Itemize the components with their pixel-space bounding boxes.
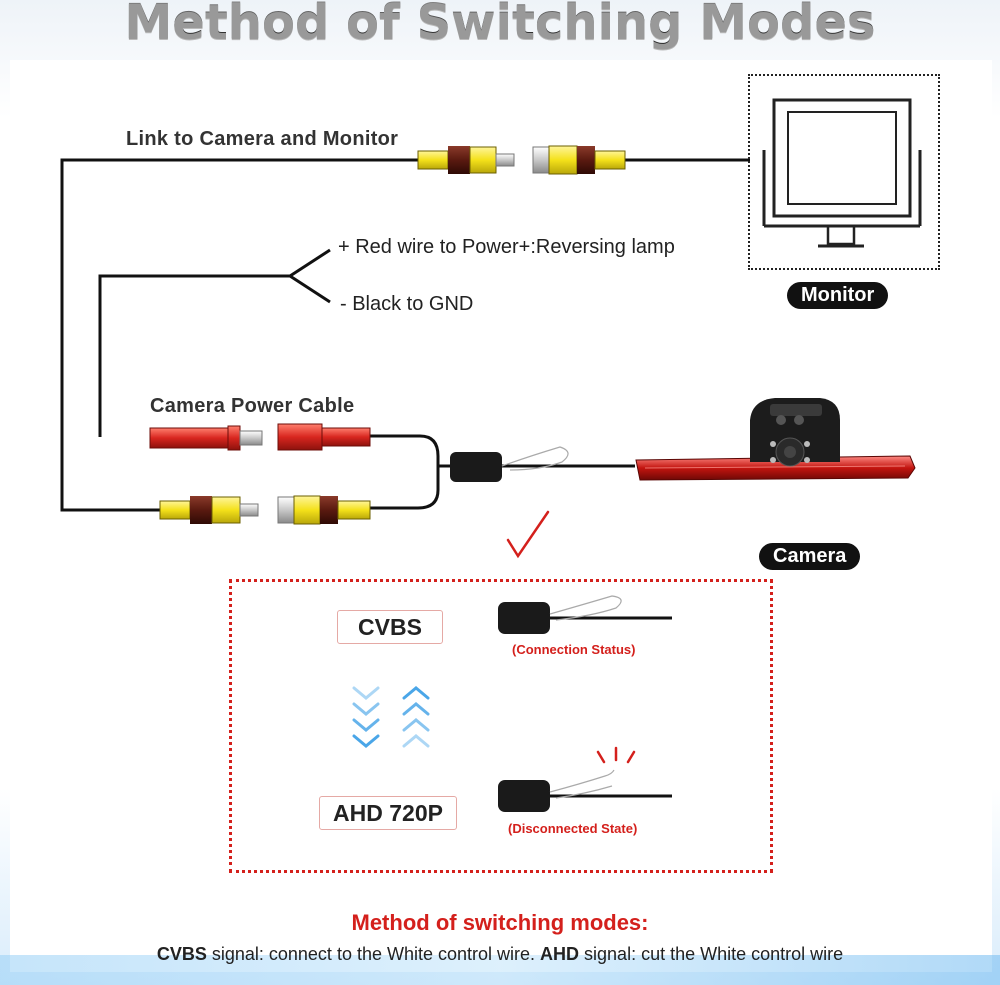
- wires: [60, 158, 750, 512]
- rca-connector-top-left: [417, 146, 515, 174]
- red-wire-label: + Red wire to Power+:Reversing lamp: [338, 236, 675, 258]
- cvbs-module-icon: [498, 595, 672, 634]
- link-label: Link to Camera and Monitor: [126, 128, 399, 150]
- rca-connector-bottom-right: [277, 495, 371, 525]
- cvbs-tag: CVBS: [337, 610, 443, 644]
- power-connector-male: [149, 425, 263, 451]
- ahd-tag: AHD 720P: [319, 796, 457, 830]
- bottom-glow: [0, 955, 1000, 985]
- bottom-video-wire: [60, 500, 160, 512]
- power-connector-female: [277, 423, 371, 451]
- monitor-box: [748, 74, 940, 270]
- monitor-badge: Monitor: [787, 282, 889, 309]
- cvbs-instruction: signal: connect to the White control wir…: [206, 944, 541, 964]
- power-cable-label: Camera Power Cable: [150, 395, 355, 417]
- cut-mark-icon: [596, 746, 636, 764]
- ahd-status: (Disconnected State): [508, 821, 638, 836]
- monitor-video-wire: [60, 158, 420, 500]
- brake-light-camera: [635, 398, 916, 481]
- monitor-icon: [762, 98, 922, 248]
- black-wire-label: - Black to GND: [340, 293, 474, 315]
- ahd-instruction: signal: cut the White control wire: [579, 944, 844, 964]
- ahd-term: AHD: [540, 944, 580, 964]
- cvbs-status: (Connection Status): [512, 642, 636, 657]
- power-wire: [98, 274, 290, 437]
- page-title: Method of Switching Modes: [0, 0, 1000, 50]
- rca-connector-top-right: [532, 145, 626, 175]
- red-check-icon: [506, 510, 550, 559]
- power-split-red: [289, 248, 331, 278]
- down-arrows-icon: [352, 686, 380, 748]
- notes-line: CVBS signal: connect to the White contro…: [0, 944, 1000, 965]
- power-split-black: [289, 274, 331, 304]
- ahd-module-icon: [498, 769, 672, 812]
- cvbs-term: CVBS: [156, 944, 207, 964]
- control-module: [450, 446, 569, 482]
- notes-heading: Method of switching modes:: [351, 910, 649, 935]
- up-arrows-icon: [402, 686, 430, 748]
- rca-connector-bottom-left: [159, 496, 259, 524]
- camera-badge: Camera: [759, 543, 861, 570]
- mode-switch-box: [229, 579, 773, 873]
- camera-trunk-wire: [370, 434, 440, 510]
